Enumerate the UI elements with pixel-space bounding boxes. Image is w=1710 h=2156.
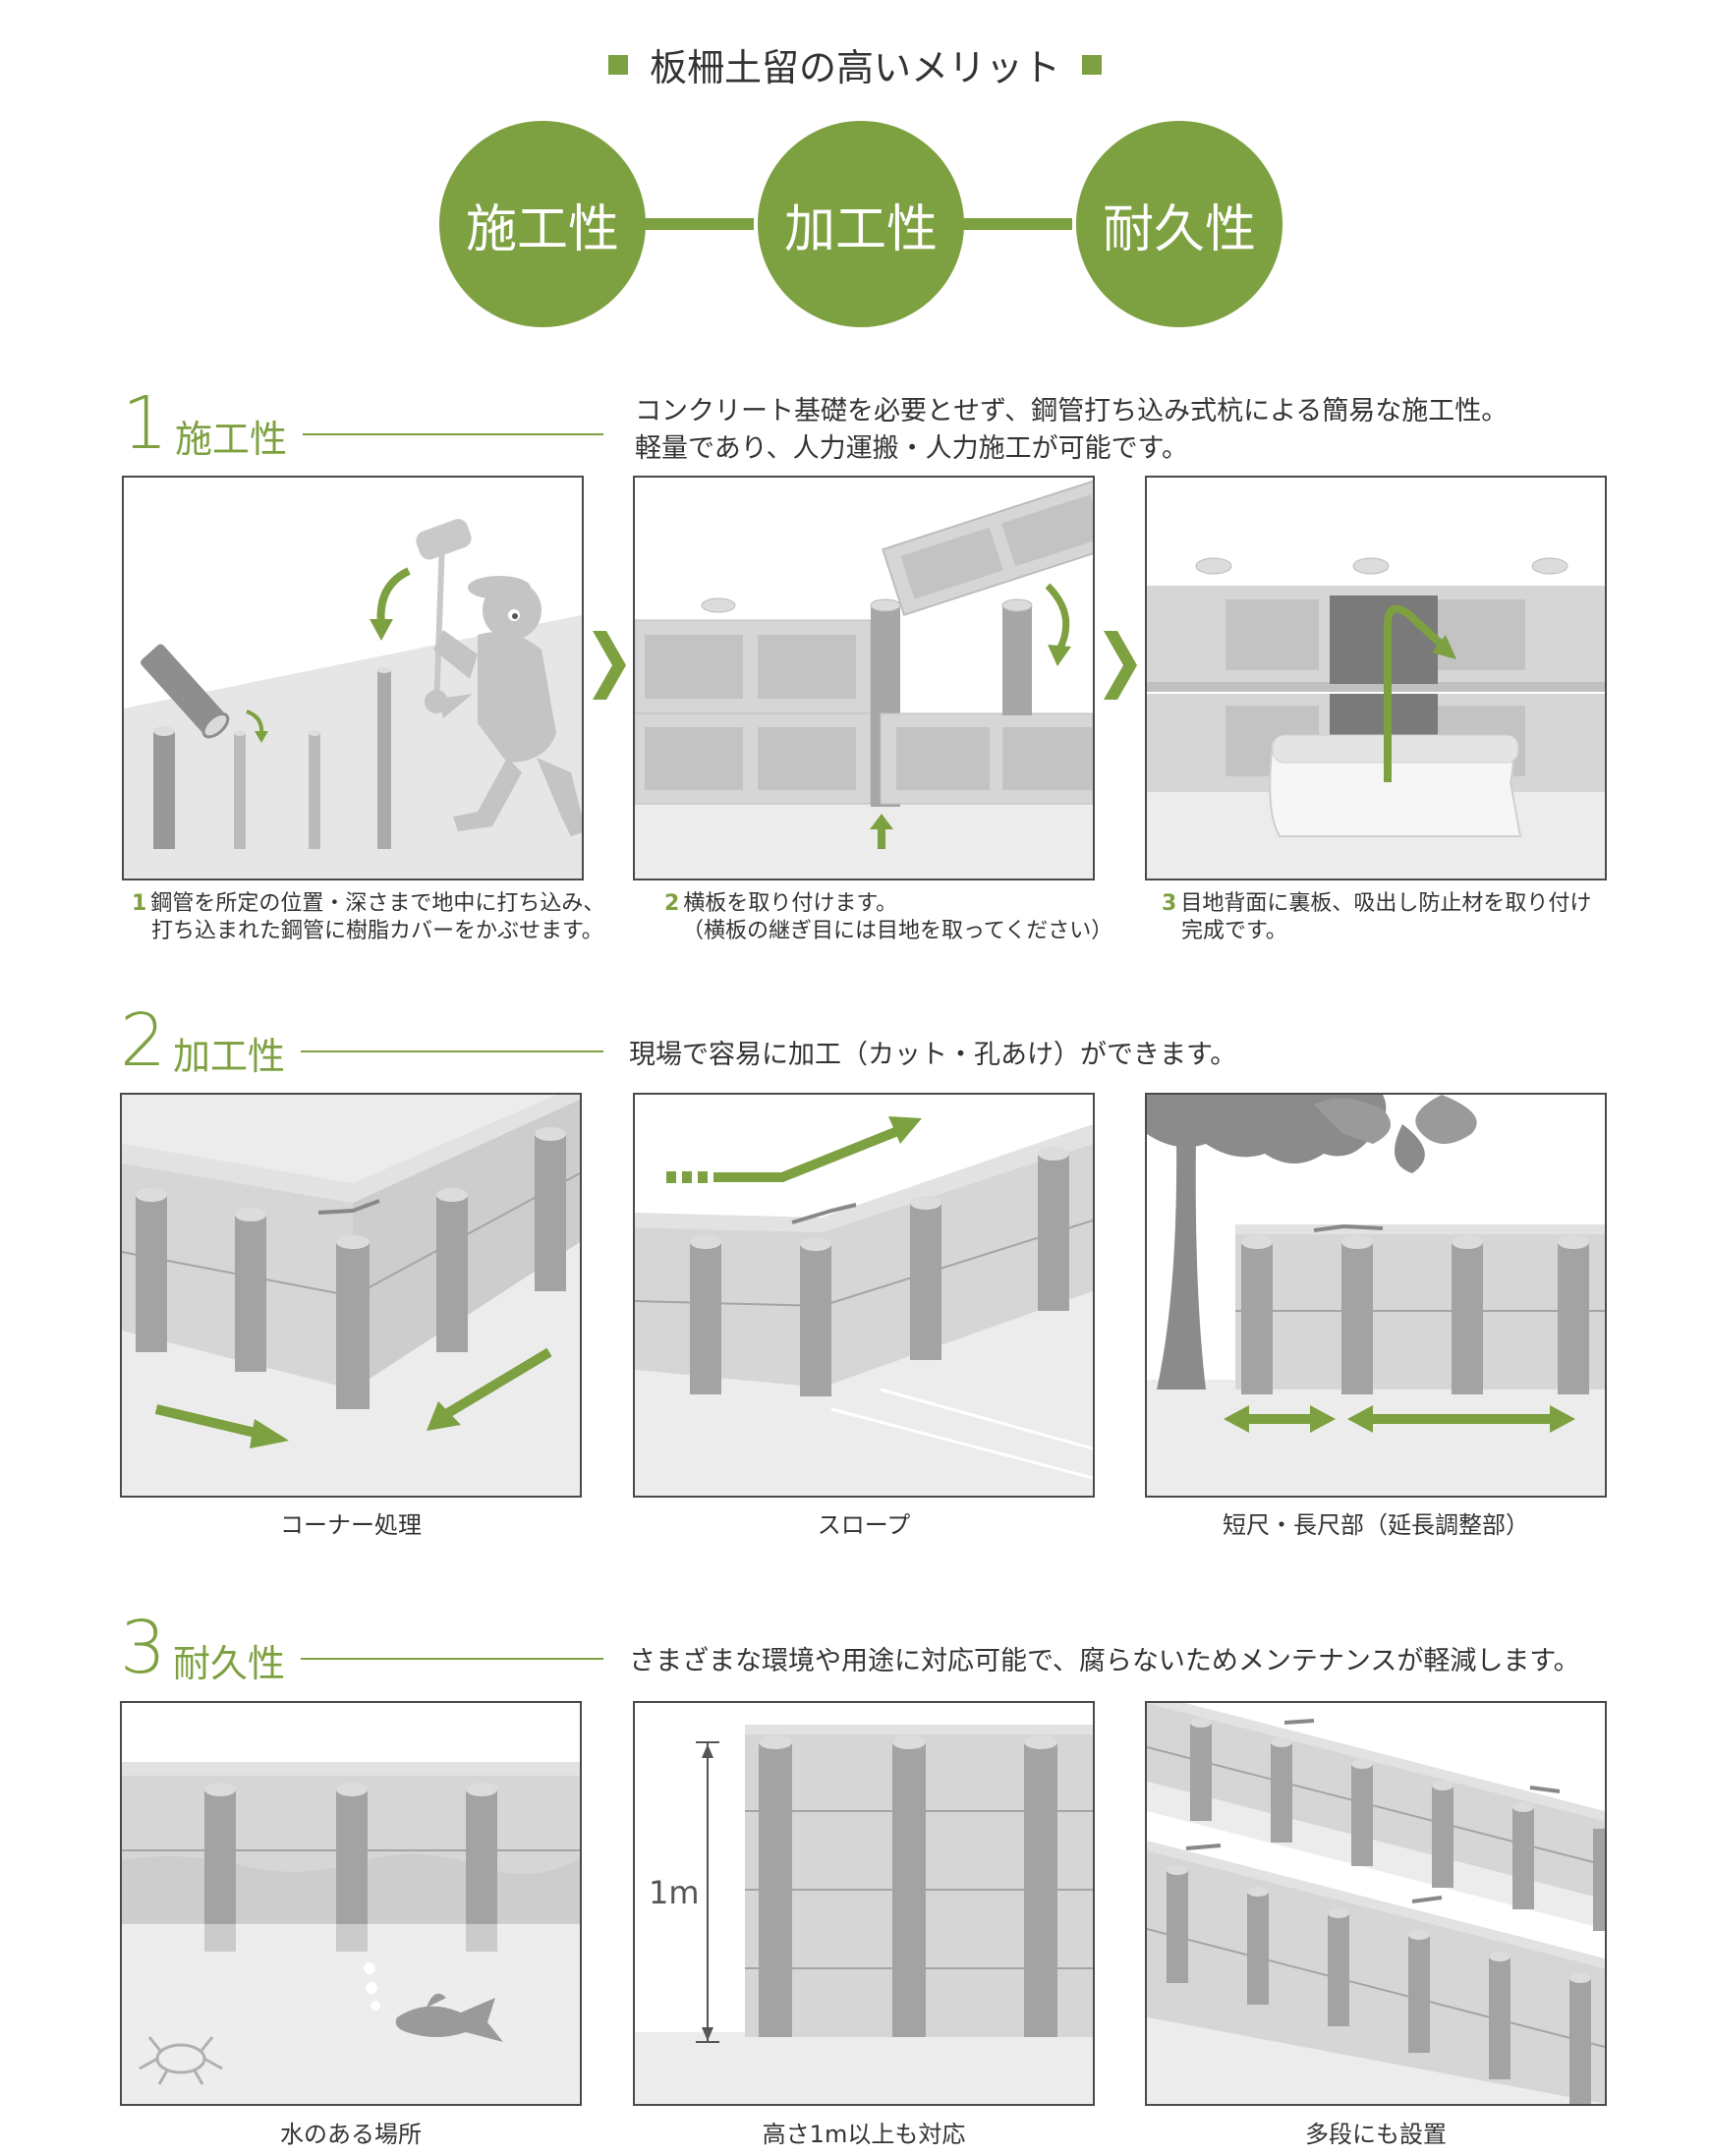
section-rule: [301, 1050, 603, 1052]
merit-label: 加工性: [783, 199, 938, 259]
merit-connector: [644, 218, 754, 230]
desc-line: 軽量であり、人力運搬・人力施工が可能です。: [635, 433, 1188, 464]
caption-line: 横板を取り付けます。: [683, 891, 898, 916]
square-bullet-icon: [1082, 54, 1102, 75]
merit-circle-constructability: 施工性: [439, 121, 646, 327]
illustration-backboard: [1145, 476, 1607, 880]
caption-line: 目地背面に裏板、吸出し防止材を取り付け: [1180, 891, 1592, 916]
step-number: 2: [664, 891, 680, 916]
section-description: 現場で容易に加工（カット・孔あけ）ができます。: [629, 1037, 1236, 1074]
step-number: 3: [1162, 891, 1177, 916]
section-number: 1: [122, 381, 169, 466]
merit-label: 施工性: [465, 199, 619, 259]
section-rule: [303, 433, 603, 435]
desc-line: さまざまな環境や用途に対応可能で、腐らないためメンテナンスが軽減します。: [629, 1646, 1580, 1676]
illustration-multi-tier: [1145, 1701, 1607, 2106]
caption-height: 高さ1m以上も対応: [762, 2121, 966, 2148]
illustration-water: [120, 1701, 582, 2106]
caption-water: 水のある場所: [280, 2121, 422, 2148]
caption-corner: コーナー処理: [280, 1511, 422, 1539]
page-title: 板柵土留の高いメリット: [649, 46, 1060, 89]
merit-label: 耐久性: [1102, 199, 1256, 259]
section-number: 2: [120, 998, 167, 1083]
square-bullet-icon: [607, 54, 628, 75]
desc-line: 現場で容易に加工（カット・孔あけ）ができます。: [629, 1040, 1237, 1070]
caption-length-adjust: 短尺・長尺部（延長調整部）: [1223, 1511, 1529, 1539]
caption-line: 完成です。: [1181, 919, 1287, 943]
page-header: 板柵土留の高いメリット: [0, 37, 1710, 91]
merit-circle-durability: 耐久性: [1076, 121, 1282, 327]
section-description: さまざまな環境や用途に対応可能で、腐らないためメンテナンスが軽減します。: [629, 1643, 1580, 1680]
illustration-corner: [120, 1093, 582, 1498]
section-label: 施工性: [175, 418, 288, 461]
merit-connector: [962, 218, 1072, 230]
illustration-length-adjust: [1145, 1093, 1607, 1498]
illustration-height: 1m: [633, 1701, 1095, 2106]
chevron-right-icon: [593, 631, 626, 700]
caption-slope: スロープ: [817, 1511, 911, 1539]
section-description: コンクリート基礎を必要とせず、鋼管打ち込み式杭による簡易な施工性。 軽量であり、…: [635, 393, 1508, 468]
step-number: 1: [132, 891, 147, 916]
height-label: 1m: [649, 1874, 700, 1911]
illustration-board-install: [633, 476, 1095, 880]
section-label: 加工性: [173, 1035, 286, 1078]
illustration-pile-driving: [122, 476, 584, 880]
merit-circle-workability: 加工性: [758, 121, 964, 327]
caption-line: （横板の継ぎ目には目地を取ってください）: [682, 919, 1113, 943]
section-rule: [301, 1658, 603, 1660]
caption-multi-tier: 多段にも設置: [1305, 2121, 1447, 2148]
caption-line: 鋼管を所定の位置・深さまで地中に打ち込み、: [150, 891, 605, 916]
section-number: 3: [120, 1606, 167, 1690]
illustration-slope: [633, 1093, 1095, 1498]
section-label: 耐久性: [173, 1642, 286, 1685]
desc-line: コンクリート基礎を必要とせず、鋼管打ち込み式杭による簡易な施工性。: [635, 396, 1509, 426]
chevron-right-icon: [1104, 631, 1137, 700]
caption-line: 打ち込まれた鋼管に樹脂カバーをかぶせます。: [151, 919, 603, 943]
